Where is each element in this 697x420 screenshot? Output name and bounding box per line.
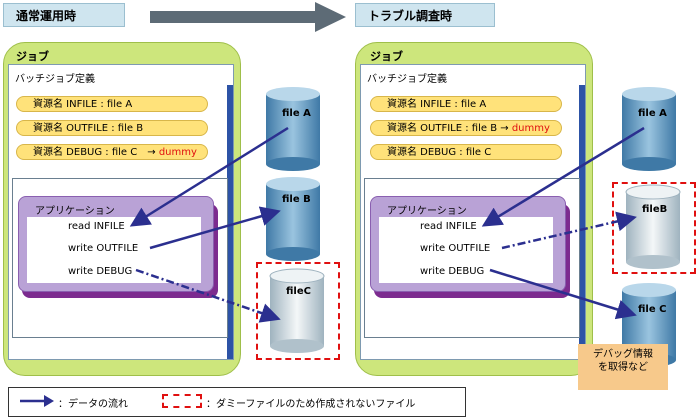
panel-accent-normal [227, 85, 233, 359]
dummy-frame-normal [256, 262, 340, 360]
app-line-write-debug-trouble: write DEBUG [420, 266, 485, 277]
resource-text: 資源名 OUTFILE : file B → [387, 123, 509, 134]
app-line-read-trouble: read INFILE [420, 221, 477, 232]
resource-debug-trouble: 資源名 DEBUG : file C [370, 144, 562, 160]
resource-infile-normal: 資源名 INFILE : file A [16, 96, 208, 112]
dummy-label: dummy [158, 147, 197, 158]
arrow-write-outfile-to-file-b-normal [149, 206, 281, 250]
resource-text: 資源名 INFILE : file A [33, 99, 133, 110]
arrow-write-outfile-to-file-b-trouble [501, 211, 637, 250]
dummy-frame-trouble [612, 182, 696, 274]
resource-text: 資源名 OUTFILE : file B [33, 123, 144, 134]
app-line-write-outfile-trouble: write OUTFILE [420, 243, 491, 254]
application-box-trouble: アプリケーション [370, 196, 566, 292]
file-a-label-trouble: file A [638, 108, 667, 119]
resource-text: 資源名 DEBUG : file C → [33, 147, 156, 158]
resource-text: 資源名 DEBUG : file C [387, 147, 492, 158]
file-c-label-normal: fileC [286, 286, 311, 297]
resource-outfile-normal: 資源名 OUTFILE : file B [16, 120, 208, 136]
file-b-label-trouble: fileB [642, 204, 668, 215]
header-trouble: トラブル調査時 [355, 3, 495, 27]
legend-flow-text: ：データの流れ [58, 399, 128, 410]
file-a-cylinder-trouble [622, 87, 676, 171]
dummy-label: dummy [511, 123, 550, 134]
arrow-write-debug-to-file-c-normal [135, 268, 281, 323]
panel-title-trouble: バッチジョブ定義 [367, 74, 447, 85]
app-line-write-debug-normal: write DEBUG [68, 266, 133, 277]
file-c-label-trouble: file C [638, 304, 667, 315]
legend [8, 387, 466, 417]
arrow-write-debug-to-file-c-trouble [489, 268, 637, 320]
file-a-label-normal: file A [282, 108, 311, 119]
file-b-label-normal: file B [282, 194, 311, 205]
transition-arrow [150, 2, 346, 32]
resource-infile-trouble: 資源名 INFILE : file A [370, 96, 562, 112]
application-body-normal [27, 217, 201, 283]
application-title-normal: アプリケーション [35, 206, 115, 217]
application-box-normal: アプリケーション [18, 196, 214, 292]
job-label-normal: ジョブ [16, 50, 49, 63]
resource-debug-normal: 資源名 DEBUG : file C → dummy [16, 144, 208, 160]
application-body-trouble [379, 217, 553, 283]
legend-dummy-text: ：ダミーファイルのため作成されないファイル [206, 399, 416, 410]
application-title-trouble: アプリケーション [387, 206, 467, 217]
job-label-trouble: ジョブ [370, 50, 403, 63]
file-b-cylinder-trouble [625, 184, 681, 269]
app-line-read-normal: read INFILE [68, 221, 125, 232]
panel-title-normal: バッチジョブ定義 [15, 74, 95, 85]
file-a-cylinder-normal [266, 87, 320, 171]
arrow-file-a-to-read-trouble [481, 126, 645, 227]
legend-flow-arrow-icon [20, 395, 54, 407]
panel-accent-trouble [579, 85, 585, 359]
resource-outfile-trouble: 資源名 OUTFILE : file B → dummy [370, 120, 562, 136]
legend-dummy-frame-icon [162, 394, 202, 408]
arrow-file-a-to-read-normal [129, 126, 289, 227]
header-normal: 通常運用時 [3, 3, 125, 27]
resource-text: 資源名 INFILE : file A [387, 99, 487, 110]
app-line-write-outfile-normal: write OUTFILE [68, 243, 139, 254]
debug-info-note: デバッグ情報 を取得など [578, 344, 668, 390]
